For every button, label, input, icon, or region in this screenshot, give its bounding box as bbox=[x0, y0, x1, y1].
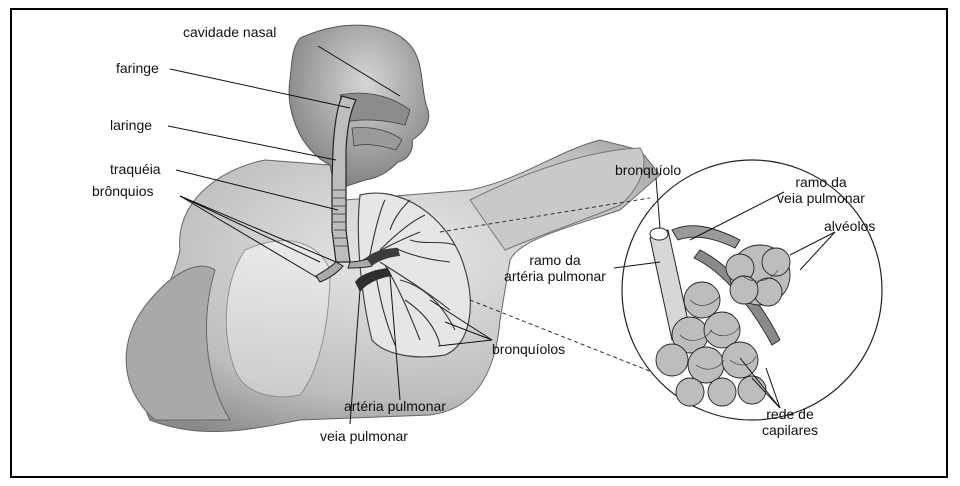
label-cavidade-nasal: cavidade nasal bbox=[183, 24, 276, 40]
label-bronquiolos: bronquíolos bbox=[492, 341, 565, 357]
label-ramo-arteria-line1: ramo da bbox=[494, 252, 616, 268]
label-bronquiolo: bronquíolo bbox=[615, 162, 681, 178]
label-rede-line1: rede de bbox=[750, 406, 830, 422]
label-bronquios: brônquios bbox=[92, 183, 154, 199]
label-alveolos: alvéolos bbox=[824, 218, 875, 234]
label-veia-pulmonar: veia pulmonar bbox=[320, 428, 408, 444]
label-rede-de-capilares: rede de capilares bbox=[750, 406, 830, 438]
label-ramo-veia-pulmonar: ramo da veia pulmonar bbox=[766, 174, 876, 206]
label-ramo-arteria-pulmonar: ramo da artéria pulmonar bbox=[494, 252, 616, 284]
label-laringe: laringe bbox=[110, 117, 152, 133]
label-rede-line2: capilares bbox=[750, 422, 830, 438]
label-faringe: faringe bbox=[116, 60, 159, 76]
label-arteria-pulmonar: artéria pulmonar bbox=[344, 398, 446, 414]
label-ramo-veia-line1: ramo da bbox=[766, 174, 876, 190]
label-ramo-veia-line2: veia pulmonar bbox=[766, 190, 876, 206]
label-traqueia: traquéia bbox=[110, 161, 161, 177]
label-ramo-arteria-line2: artéria pulmonar bbox=[494, 268, 616, 284]
